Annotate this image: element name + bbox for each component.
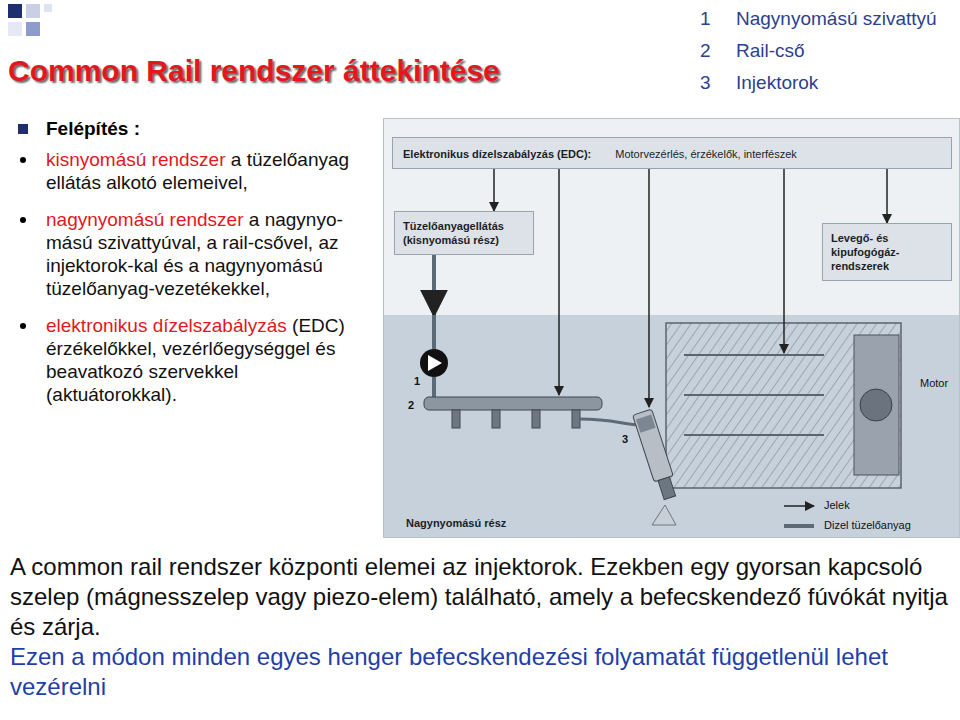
paragraph-highlight: Ezen a módon minden egyes henger befecsk… — [10, 642, 955, 702]
bullet-list: kisnyomású rendszer a tüzelőanyag ellátá… — [14, 148, 360, 420]
callout-number: 3 — [700, 72, 711, 94]
control-unit-box: Elektronikus dízelszabályzás (EDC): Motor… — [392, 137, 952, 169]
bullet-highlight: elektronikus dízelszabályzás — [46, 315, 287, 336]
part-name: Rail-cső — [736, 40, 805, 62]
square-bullet — [18, 124, 28, 134]
system-diagram: Elektronikus dízelszabályzás (EDC): Motor… — [383, 118, 960, 538]
bullet-item: elektronikus dízelszabályzás (EDC) érzék… — [14, 314, 360, 406]
callout-number: 3 — [622, 433, 628, 445]
corner-decoration — [0, 0, 120, 50]
callout-number: 1 — [414, 375, 420, 387]
engine-label: Motor — [920, 377, 948, 389]
section-heading: Felépítés : — [46, 118, 140, 140]
legend-fuel-line — [784, 524, 814, 528]
legend-text: Jelek — [824, 499, 850, 511]
signal-arrow — [886, 169, 888, 223]
slide-title: Common Rail rendszer áttekintése — [8, 54, 500, 88]
signal-arrow — [493, 169, 495, 211]
band-title: Nagynyomású rész — [406, 517, 506, 529]
rail-tube — [424, 397, 602, 410]
fuel-supply-box: Tüzelőanyagellátás (kisnyomású rész) — [394, 211, 534, 255]
signal-lines — [559, 165, 784, 315]
callout-number: 2 — [408, 399, 414, 411]
callout-number: 1 — [700, 8, 711, 30]
high-pressure-pump — [420, 349, 448, 377]
box-heading: Elektronikus dízelszabályzás (EDC): — [403, 147, 591, 161]
legend-text: Dizel tüzelőanyag — [824, 519, 911, 531]
parts-list: 1 Nagynyomású szivattyú 2 Rail-cső 3 Injektor… — [696, 4, 958, 104]
round-bullet — [20, 217, 26, 223]
high-pressure-band: Nagynyomású rész 12 3JelekDizel tüzelőanya… — [384, 315, 959, 537]
paragraph: A common rail rendszer központi elemei a… — [10, 552, 955, 642]
part-name: Injektorok — [736, 72, 818, 94]
callout-number: 2 — [700, 40, 711, 62]
bullet-highlight: nagynyomású rendszer — [46, 209, 244, 230]
bullet-item: kisnyomású rendszer a tüzelőanyag ellátá… — [14, 148, 360, 194]
common-rail-illustration — [384, 315, 960, 539]
bullet-item: nagynyomású rendszer a nagynyo-mású sziv… — [14, 208, 360, 300]
injector — [633, 409, 680, 501]
bullet-highlight: kisnyomású rendszer — [46, 149, 226, 170]
round-bullet — [20, 157, 26, 163]
box-heading: Levegő- és kipufogógáz-rendszerek — [831, 231, 943, 273]
fuel-line — [432, 255, 436, 315]
engine-flywheel — [854, 335, 899, 475]
box-body: Motorvezérlés, érzékelők, interfészek — [615, 147, 797, 161]
air-exhaust-box: Levegő- és kipufogógáz-rendszerek — [822, 223, 952, 281]
box-heading: Tüzelőanyagellátás (kisnyomású rész) — [403, 219, 525, 247]
bottom-text: A common rail rendszer központi elemei a… — [10, 552, 955, 702]
part-name: Nagynyomású szivattyú — [736, 8, 937, 30]
spray-cone — [652, 505, 676, 525]
legend-signal-line — [784, 505, 814, 507]
round-bullet — [20, 323, 26, 329]
